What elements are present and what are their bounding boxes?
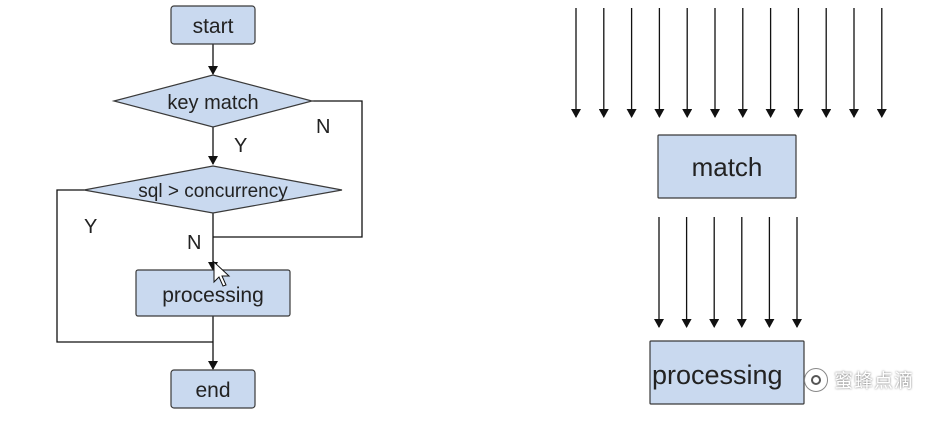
connector-key-match-no [213, 100, 363, 238]
watermark: 蜜蜂点滴 [803, 366, 914, 393]
key-match-yes-label: Y [234, 135, 247, 157]
flowchart: start key match Y N sql > concurrency Y … [56, 5, 363, 409]
processing-right-node [649, 340, 805, 405]
start-node [170, 5, 256, 45]
match-node [657, 134, 797, 199]
end-label: end [195, 379, 230, 402]
key-match-decision [111, 74, 315, 128]
match-label: match [692, 152, 763, 182]
concurrency-decision [83, 165, 343, 214]
connector-concurrency-yes [56, 189, 213, 343]
concurrency-yes-label: Y [84, 216, 97, 238]
key-match-label: key match [167, 92, 258, 114]
key-match-no-label: N [316, 116, 330, 138]
concurrency-no-label: N [187, 232, 201, 254]
output-arrows [654, 217, 802, 328]
parallel-diagram: match processing [571, 8, 887, 405]
mouse-cursor-icon [213, 260, 231, 287]
processing-node [135, 269, 291, 317]
processing-label: processing [162, 284, 264, 307]
wechat-logo-icon [803, 367, 828, 392]
input-arrows [571, 8, 887, 118]
end-node [170, 369, 256, 409]
watermark-text: 蜜蜂点滴 [833, 371, 914, 392]
concurrency-label: sql > concurrency [138, 181, 288, 202]
start-label: start [193, 15, 234, 38]
processing-right-label: processing [652, 360, 783, 390]
